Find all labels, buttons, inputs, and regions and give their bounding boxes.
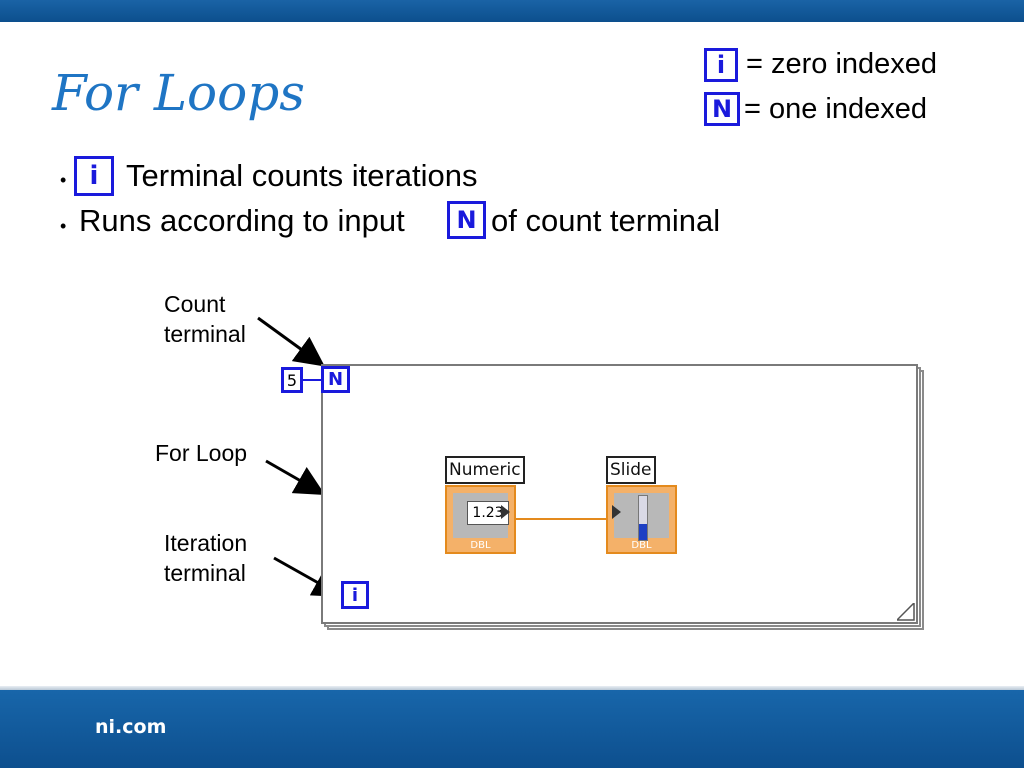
bullet-runs-according: Runs according to input [79, 203, 405, 238]
count-constant-value: 5 [286, 370, 298, 390]
count-wire [302, 379, 322, 381]
iteration-terminal-label-line1: Iteration [164, 530, 248, 556]
legend-icon-n-glyph: N [711, 95, 733, 123]
count-terminal-label: Count terminal [164, 289, 246, 349]
bullet-terminal-counts: Terminal counts iterations [126, 158, 478, 193]
iteration-terminal-icon: i [704, 48, 738, 82]
footer-brand: ni.com [95, 716, 167, 738]
for-loop-label: For Loop [155, 440, 248, 466]
slide-input-arrow [612, 505, 621, 519]
footer-bar [0, 686, 1024, 768]
legend-icon-i-glyph: i [716, 51, 726, 79]
slide-indicator-terminal[interactable]: DBL [606, 485, 677, 554]
for-loop-arrow [265, 459, 326, 495]
slide-indicator-body [612, 493, 669, 541]
numeric-type-label: DBL [470, 540, 491, 551]
count-terminal-arrow [257, 316, 325, 367]
count-terminal-glyph: N [327, 369, 344, 390]
count-constant[interactable]: 5 [281, 367, 303, 393]
iteration-terminal-glyph: i [351, 584, 359, 606]
data-wire [515, 518, 609, 520]
count-terminal-icon: N [447, 201, 486, 239]
iteration-terminal[interactable]: i [341, 581, 369, 609]
iteration-terminal-icon: i [74, 156, 114, 196]
loop-resize-corner[interactable] [897, 603, 915, 621]
bullet-icon-i-glyph: i [89, 161, 99, 191]
count-terminal-label-line2: terminal [164, 321, 246, 347]
numeric-control-terminal[interactable]: 1.23 DBL [445, 485, 516, 554]
count-terminal[interactable]: N [321, 366, 350, 393]
count-terminal-label-line1: Count [164, 291, 226, 317]
count-terminal-icon: N [704, 92, 740, 126]
legend-one-indexed: = one indexed [744, 93, 928, 125]
iteration-terminal-label-line2: terminal [164, 560, 246, 586]
iteration-terminal-label: Iteration terminal [164, 528, 247, 588]
slider-icon [638, 495, 648, 541]
bullet-marker: • [60, 170, 67, 190]
slide-label: Slide [606, 456, 656, 484]
legend-zero-indexed: = zero indexed [746, 48, 938, 80]
slide-title: For Loops [52, 64, 305, 122]
numeric-label: Numeric [445, 456, 525, 484]
numeric-control-body: 1.23 [453, 493, 510, 538]
numeric-output-arrow [501, 505, 510, 519]
top-header-bar [0, 0, 1024, 22]
bullet-of-count-terminal: of count terminal [491, 203, 721, 238]
slide-type-label: DBL [631, 540, 652, 551]
bullet-marker: • [60, 216, 67, 236]
bullet-icon-n-glyph: N [456, 206, 477, 234]
